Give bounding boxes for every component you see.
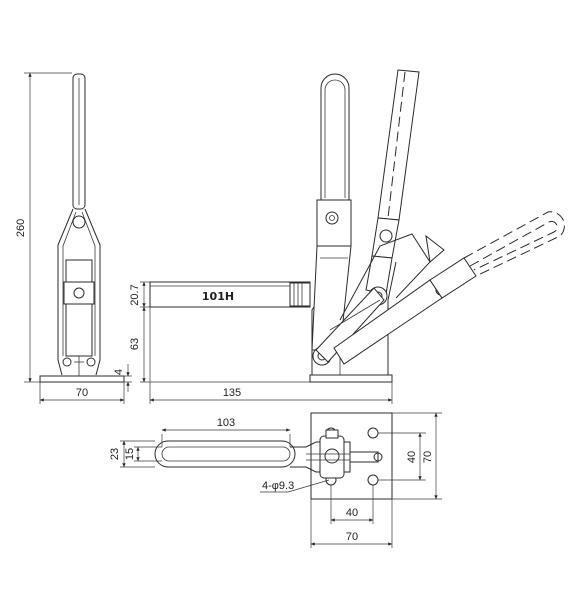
dim-overall-height: 260 — [15, 219, 27, 237]
dim-hole-spacing-y: 40 — [406, 451, 418, 463]
side-view-dimensions: 260 4 70 — [15, 72, 132, 404]
dim-plate-width: 70 — [346, 531, 358, 543]
top-view-dimensions: 103 23 15 40 70 4-φ9.3 40 70 — [109, 412, 442, 548]
dim-bar-length: 103 — [217, 417, 235, 429]
dim-hole-spacing-x: 40 — [346, 507, 358, 519]
dim-bar-inner: 15 — [124, 448, 136, 460]
dim-plate-height: 70 — [422, 451, 434, 463]
top-view — [154, 412, 393, 500]
dim-base-to-arm: 63 — [129, 338, 141, 350]
dim-bar-outer: 23 — [109, 448, 121, 460]
front-view-dimensions: 20.7 63 135 — [129, 281, 393, 404]
dim-side-width: 70 — [76, 387, 88, 399]
dim-reach: 135 — [223, 387, 241, 399]
dim-base-thickness: 4 — [113, 369, 125, 375]
dim-arm-height: 20.7 — [129, 284, 141, 305]
model-label: 101H — [202, 290, 234, 303]
front-view: 101H — [149, 69, 565, 383]
dim-hole-callout: 4-φ9.3 — [262, 480, 294, 492]
side-view — [39, 73, 125, 383]
